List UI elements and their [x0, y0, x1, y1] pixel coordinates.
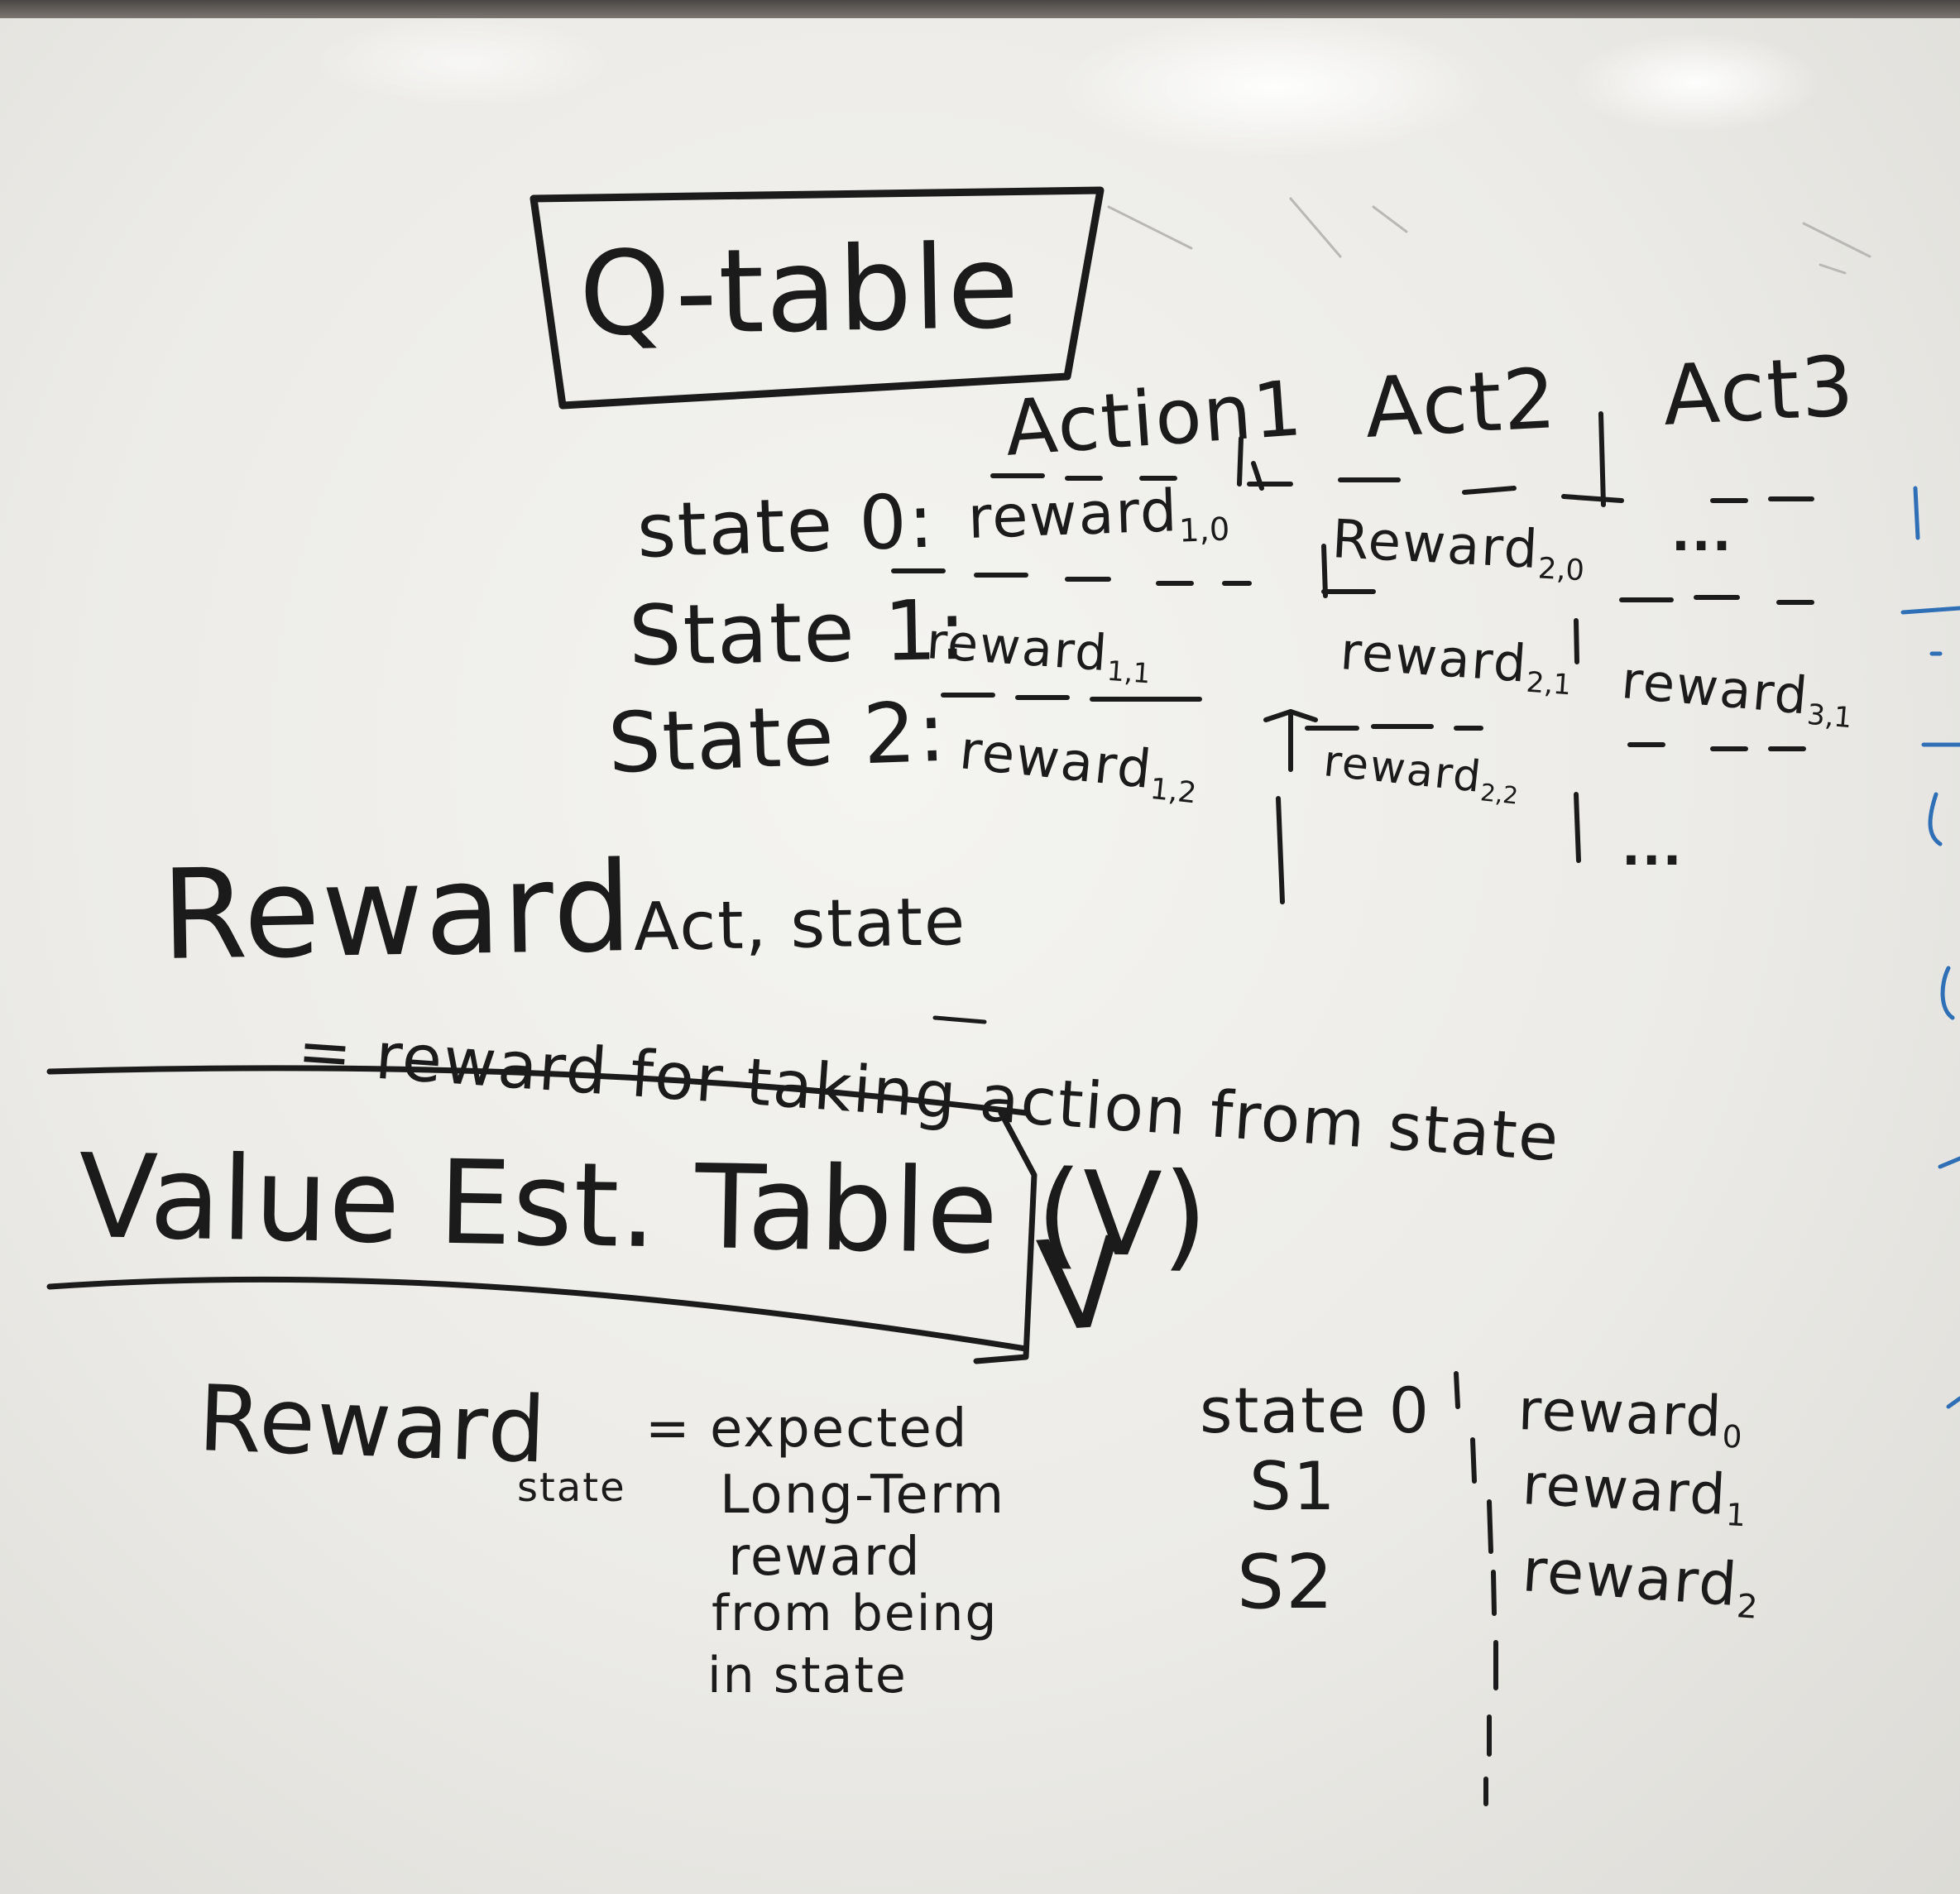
v-definition-term: Reward: [196, 1365, 549, 1484]
q-cell-reward-2-0: Reward2,0: [1330, 509, 1585, 588]
column-header-act2: Act2: [1362, 349, 1560, 457]
light-glare: [314, 17, 612, 108]
light-glare: [1572, 33, 1820, 132]
column-separator: [1276, 796, 1285, 904]
row-rule: [1619, 595, 1814, 605]
row-rule: [1263, 709, 1318, 722]
row-rule: [1305, 724, 1806, 751]
v-row-label-s1: S1: [1249, 1448, 1337, 1525]
title-underline: [46, 1276, 1029, 1352]
blue-marker-strokes: [1900, 486, 1960, 1409]
v-definition-subscript: state: [517, 1465, 626, 1511]
q-definition-term: RewardAct, state: [160, 836, 967, 988]
q-cell-reward-1-0: reward1,0: [966, 477, 1231, 552]
header-underline: [990, 473, 1814, 503]
column-separator: [1574, 792, 1581, 863]
v-cell-reward-0: reward0: [1517, 1378, 1743, 1455]
row-rule: [941, 693, 1202, 702]
q-table-title-box: [530, 186, 1105, 410]
v-cell-reward-1: reward1: [1521, 1452, 1747, 1534]
column-separator: [1598, 411, 1606, 507]
v-row-label-state-0: state 0: [1200, 1374, 1431, 1447]
row-label-state-2: State 2:: [606, 683, 949, 792]
q-cell-ellipsis-3-0: ...: [1671, 505, 1733, 563]
column-separator: [1574, 618, 1579, 664]
q-cell-ellipsis-3-2: ...: [1622, 819, 1684, 877]
v-row-label-s2: S2: [1237, 1539, 1335, 1626]
v-definition-line-2: Long-Term: [720, 1465, 1006, 1526]
v-definition-line-5: in state: [707, 1647, 908, 1705]
column-header-act3: Act3: [1660, 337, 1858, 444]
v-definition-line-1: = expected: [645, 1398, 969, 1460]
row-rule: [891, 568, 1376, 594]
row-label-state-1: State 1:: [627, 581, 969, 684]
v-definition-line-4: from being: [712, 1585, 999, 1642]
v-definition-line-3: reward: [728, 1527, 922, 1588]
q-table-title: Q-table: [577, 219, 1022, 362]
row-label-state-0: state 0:: [635, 477, 937, 575]
whiteboard-frame: [0, 0, 1960, 18]
section-divider: [46, 1065, 1029, 1116]
eraser-ghost-marks: [1107, 197, 1871, 275]
light-glare: [1059, 17, 1489, 157]
underline: [932, 1015, 987, 1024]
value-table-title-box: [973, 1110, 1038, 1364]
value-table-separator: [1454, 1371, 1498, 1806]
value-table-v-mark: V: [1033, 1210, 1130, 1360]
column-separator: [1321, 544, 1328, 598]
